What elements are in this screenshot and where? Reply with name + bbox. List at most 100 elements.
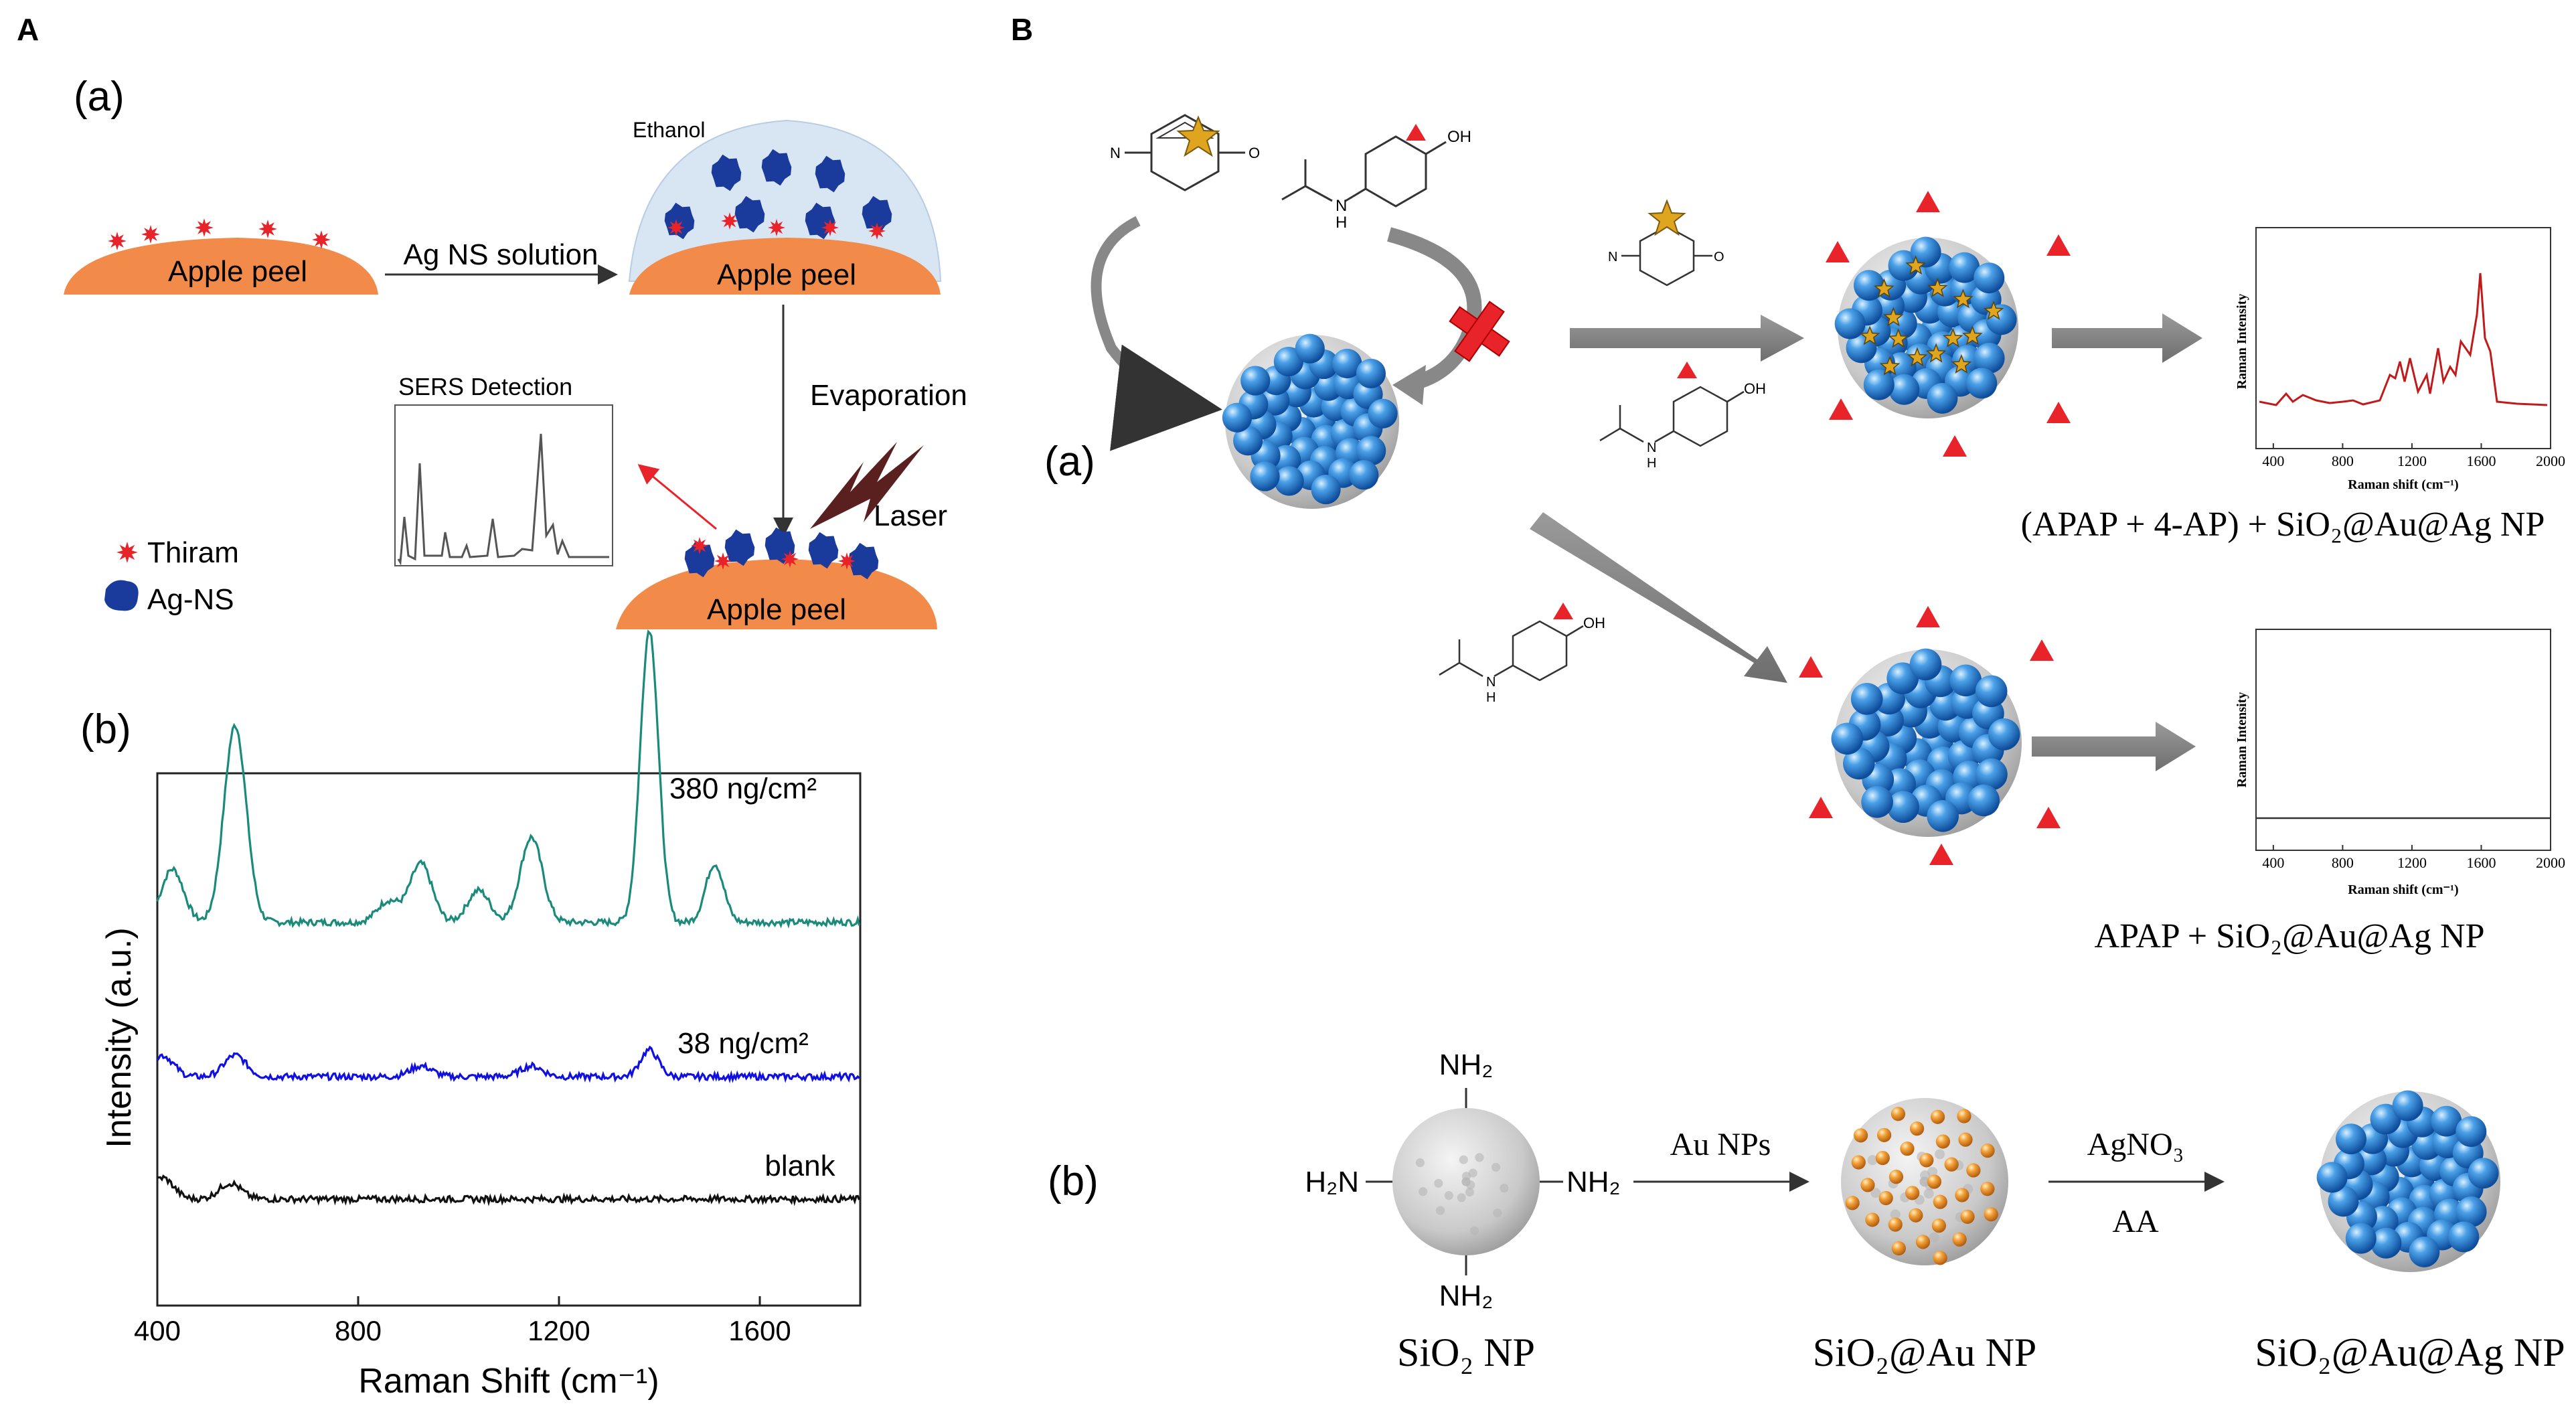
ag-shell-sphere [2456,1116,2487,1148]
thiram-star-icon [108,232,127,250]
ag-shell-sphere [1966,368,1998,399]
apap-triangles-top [1826,191,2071,457]
ag-shell-sphere [1927,382,1958,414]
ag-shell-sphere [2392,1090,2423,1121]
ag-ns-blob-icon [862,195,892,233]
ag-shell-sphere [1854,270,1884,301]
ag-shell-sphere [2468,1158,2499,1189]
thiram-star-icon [116,542,138,563]
mini-tick-label: 1200 [2397,854,2427,871]
au-nanoparticle [1935,1134,1951,1149]
svg-text:O: O [1249,145,1260,161]
ag-shell-sphere [2370,1227,2402,1259]
ag-shell-sphere [1273,346,1303,377]
ag-shell-sphere [2456,1196,2487,1227]
ag-ns-blob-icon [711,154,742,191]
block-x-icon [1449,301,1510,362]
sers-red-arrow [637,464,717,530]
apap-small-oh: OH [1744,380,1766,397]
ag-shell-sphere [1949,252,1980,283]
ag-ns-blob-icon [761,149,792,186]
apple-peel-1: Apple peel [64,238,378,295]
star-4ap-icon [1927,277,1948,297]
ag-shell-sphere [1356,358,1386,389]
chart-a-b-frame [156,772,862,1307]
thiram-star-icon [714,552,732,570]
ag-ns-blob-icon [848,542,879,580]
thiram-star-icon [838,552,856,570]
apple-peel-2-label: Apple peel [717,258,856,291]
star-4ap-icon [1953,289,1974,309]
triangle-apap-lower-icon [1553,603,1573,619]
ag-shell-sphere [2409,1236,2440,1267]
ag-ns-solution-label: Ag NS solution [403,238,598,271]
result-bottom-label: APAP + SiO₂@Au@Ag NP [2095,917,2485,955]
ag-shell-sphere [2336,1123,2366,1155]
apap-lower-oh: OH [1583,615,1605,631]
np-sio2-au [1841,1098,2008,1265]
apap-triangle-icon [2036,807,2061,828]
triangle-apap-top-icon [1406,124,1426,141]
mini-tick-label: 2000 [2536,854,2565,871]
apap-triangles-bottom [1799,606,2061,865]
ag-shell-sphere [2316,1162,2348,1193]
series-line [157,1174,860,1206]
mini-chart-top-frame [2255,227,2551,449]
star-4ap-icon [1983,300,2004,320]
au-nanoparticle [1933,1194,1947,1209]
au-nanoparticle [1865,1212,1880,1227]
au-nanoparticle [1909,1121,1925,1136]
au-nanoparticle [1860,1178,1875,1192]
nh2-bottom-label: NH₂ [1439,1279,1494,1312]
au-nanoparticle [1915,1235,1931,1249]
thiram-star-icon [768,219,785,236]
apap-triangle-icon [1916,606,1940,627]
ag-shell-sphere [1368,398,1398,428]
apap-triangle-icon [1929,844,1953,865]
au-nanoparticle [1952,1232,1967,1247]
mini-chart-bottom-frame [2255,629,2551,851]
ag-shell-sphere [1975,675,2008,708]
ag-shell-sphere [1831,722,1864,755]
au-nanoparticle [1980,1182,1995,1196]
sers-inset-frame [394,404,613,566]
np-apap-only [1831,648,2022,837]
x-tick-label: 800 [335,1315,382,1346]
mini-tick-label: 800 [2332,854,2354,871]
np-sio2-au-label: SiO₂@Au NP [1813,1330,2037,1375]
ag-ns-blob-icon [104,580,139,611]
au-nanoparticle [1888,1170,1904,1184]
au-nanoparticle [1890,1107,1906,1121]
nh2-right-label: NH₂ [1566,1166,1621,1198]
thiram-star-icon [141,225,160,244]
au-nanoparticle [1851,1155,1866,1170]
au-nanoparticle [1905,1186,1920,1200]
curved-arrow-4ap [1091,216,1222,451]
ag-shell-sphere [1886,662,1919,694]
subpanel-b-b-label: (b) [1048,1158,1099,1204]
au-nanoparticle [1888,1217,1903,1232]
triangle-reagent-icon [1677,362,1697,378]
thiram-star-icon [312,230,331,249]
star-4ap-icon [1951,354,1972,374]
molecule-apap-small: OH N H [1599,380,1766,471]
ag-shell-sphere [1976,758,2008,791]
sers-detection-label: SERS Detection [398,373,572,400]
star-4ap-icon [1907,347,1928,367]
thiram-row-1 [108,218,331,250]
ag-shell-sphere [1843,747,1875,780]
svg-text:H: H [1486,690,1496,705]
mini-tick-label: 1600 [2466,854,2496,871]
legend-thiram-label: Thiram [147,536,239,569]
ag-ns-blob-icon [724,529,755,566]
apap-triangle-icon [2046,234,2071,256]
np-with-4ap [1834,236,2018,418]
ag-shell-sphere [1910,236,1941,268]
ag-ns-blob-icon [734,195,765,233]
molecule-4ap: N O [1110,114,1260,191]
apple-peel-1-label: Apple peel [168,255,307,288]
ag-shell-sphere [1967,784,2000,817]
mini-tick-label: 400 [2262,854,2284,871]
arrow-diagonal [1530,512,1787,683]
